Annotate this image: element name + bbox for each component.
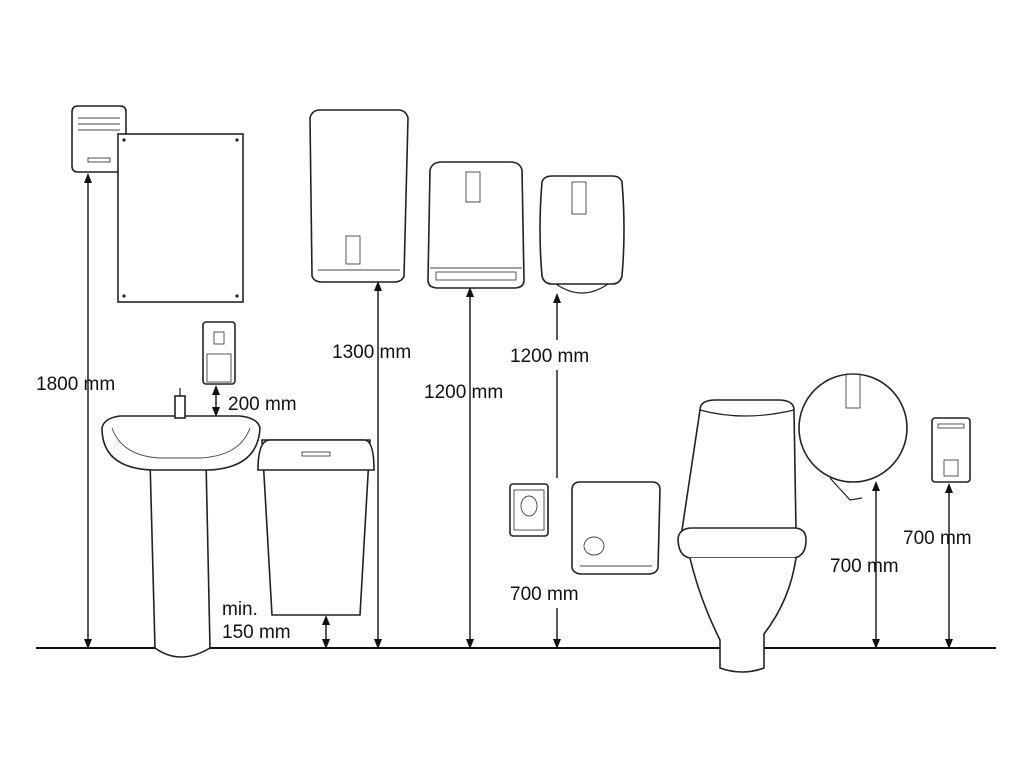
label-sanitizer-height: 700 mm [903,528,972,549]
centerfeed-dispenser [539,175,625,294]
towel-dispenser [427,161,525,289]
jumbo-roll-dispenser [798,373,908,501]
toilet [677,399,807,673]
soap-dispenser [202,321,236,385]
sanitizer-dispenser [931,417,971,483]
lower-towel-dispenser [571,481,661,575]
sink-pedestal [101,388,261,658]
label-hand-dryer-height: 1800 mm [36,374,115,395]
label-large-towel-height: 1300 mm [332,342,411,363]
label-small-dispenser-height: 700 mm [510,584,579,605]
small-wall-dispenser [509,483,549,537]
label-jumbo-roll-height: 700 mm [830,556,899,577]
label-bin-min-value: 150 mm [222,622,291,643]
mirror [117,133,244,303]
label-towel-dispenser-height: 1200 mm [424,382,503,403]
large-towel-dispenser [309,109,409,283]
label-soap-above-tap: 200 mm [228,394,297,415]
label-bin-min: min. [222,599,258,620]
label-centerfeed-height: 1200 mm [510,346,589,367]
waste-bin [257,439,375,616]
